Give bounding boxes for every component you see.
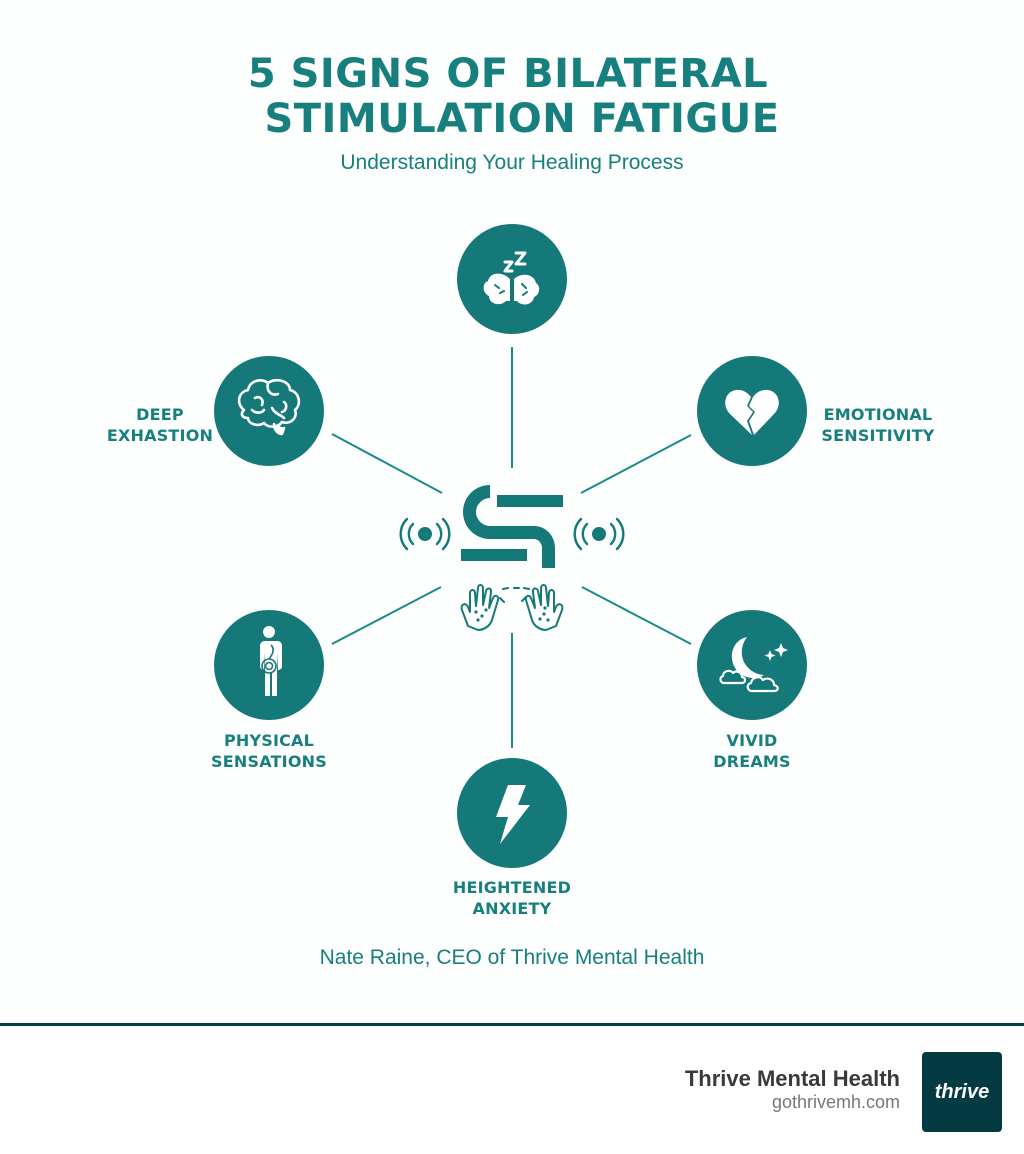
infographic-canvas: 5 SIGNS OF BILATERAL STIMULATION FATIGUE…	[90, 51, 948, 969]
label-deep-exhaustion: DEEP EXHASTION	[90, 404, 230, 446]
sleepy-brain-zzz-icon	[483, 251, 540, 305]
brand-url[interactable]: gothrivemh.com	[771, 1092, 900, 1112]
node-physical-sensations	[214, 610, 324, 720]
title-line-2: STIMULATION FATIGUE	[264, 96, 780, 142]
label-line: ANXIETY	[472, 899, 552, 918]
label-line: EXHASTION	[106, 426, 214, 445]
hand-dots	[474, 606, 550, 622]
brand-name: Thrive Mental Health	[684, 1066, 900, 1091]
node-emotional-sensitivity	[697, 356, 807, 466]
vibration-signal-icon-left	[399, 517, 451, 551]
connector-top-right	[580, 434, 692, 494]
moon-clouds-stars-icon	[719, 637, 788, 693]
node-deep-exhaustion-circle	[214, 356, 324, 466]
node-vivid-dreams	[697, 610, 807, 720]
s-top-bar	[497, 495, 563, 507]
label-line: EMOTIONAL	[823, 405, 933, 424]
vibration-signal-icon-right	[573, 517, 625, 551]
label-line: SENSATIONS	[211, 752, 327, 771]
subtitle: Understanding Your Healing Process	[340, 151, 684, 174]
signs-diagram	[214, 224, 807, 868]
label-heightened-anxiety: HEIGHTENED ANXIETY	[432, 877, 592, 919]
connector-bottom-left	[331, 586, 442, 645]
node-top	[457, 224, 567, 334]
label-line: VIVID	[726, 731, 778, 750]
attribution: Nate Raine, CEO of Thrive Mental Health	[319, 946, 705, 969]
body-spiral-icon	[260, 626, 282, 696]
broken-heart-icon	[725, 389, 779, 435]
bilateral-stimulation-s-icon	[463, 485, 555, 568]
label-line: HEIGHTENED	[452, 878, 572, 897]
node-heightened-anxiety	[457, 758, 567, 868]
connector-bottom-right	[581, 586, 692, 645]
thrive-logo: thrive	[922, 1052, 1002, 1132]
node-vivid-dreams-circle	[697, 610, 807, 720]
lightning-bolt-icon	[496, 785, 530, 844]
tapping-hands-icon	[460, 584, 564, 631]
label-line: SENSITIVITY	[821, 426, 935, 445]
brain-icon	[237, 378, 301, 436]
footer: Thrive Mental Health gothrivemh.com thri…	[0, 1026, 1024, 1154]
node-top-circle	[457, 224, 567, 334]
logo-text: thrive	[934, 1080, 990, 1103]
connector-top-left	[331, 433, 443, 494]
node-deep-exhaustion	[214, 356, 324, 466]
label-physical-sensations: PHYSICAL SENSATIONS	[199, 730, 339, 772]
label-line: DEEP	[136, 405, 184, 424]
footer-divider	[0, 1023, 1024, 1026]
label-vivid-dreams: VIVID DREAMS	[682, 730, 822, 772]
title-line-1: 5 SIGNS OF BILATERAL	[247, 51, 769, 97]
connector-lines	[331, 347, 692, 748]
s-bottom-bar	[461, 549, 527, 561]
label-line: PHYSICAL	[223, 731, 315, 750]
label-line: DREAMS	[713, 752, 791, 771]
label-emotional-sensitivity: EMOTIONAL SENSITIVITY	[808, 404, 948, 446]
center-symbol	[399, 485, 625, 631]
